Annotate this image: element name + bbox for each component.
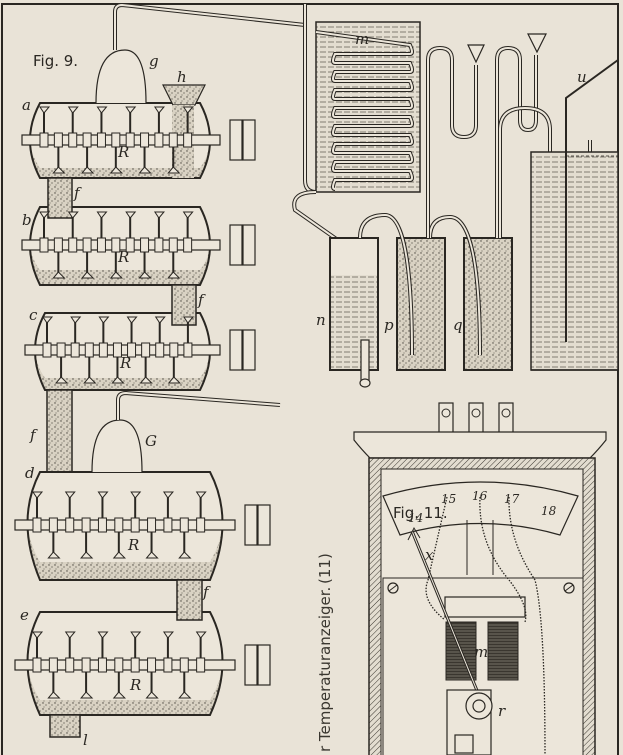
shaft <box>24 344 221 356</box>
label-G: G <box>145 432 157 450</box>
scale-tick-label: 18 <box>541 504 557 518</box>
shaft <box>14 519 236 531</box>
label-a: a <box>22 96 31 114</box>
label-R5: R <box>129 676 141 694</box>
shaft <box>21 239 221 251</box>
shafts <box>14 106 271 699</box>
terminal <box>498 402 514 434</box>
gasometer-tank <box>530 151 619 371</box>
label-r: r <box>498 702 506 720</box>
caption-text: r Temperaturanzeiger. <box>316 587 334 752</box>
label-R4: R <box>127 536 139 554</box>
scale-tick-label: 15 <box>441 492 456 506</box>
label-c: c <box>29 306 38 324</box>
label-p: p <box>384 316 394 334</box>
label-q: q <box>453 316 463 334</box>
fig9-apparatus <box>14 2 306 738</box>
label-g: g <box>149 52 159 70</box>
label-R1: R <box>117 143 129 161</box>
label-R2: R <box>117 248 129 266</box>
terminal <box>468 402 484 434</box>
label-m-magnet: m <box>474 643 488 661</box>
label-e: e <box>20 606 29 624</box>
shaft <box>21 134 221 146</box>
vessel-b <box>29 177 211 286</box>
label-n: n <box>316 311 326 329</box>
caption-ref: (11) <box>316 553 334 584</box>
shaft <box>14 659 236 671</box>
bottle-q <box>463 237 513 371</box>
fig10-apparatus <box>292 4 619 388</box>
scale-ticks: 14 15 16 17 18 <box>408 489 557 525</box>
label-h: h <box>177 68 187 86</box>
pulley <box>229 224 243 266</box>
scale-tick-label: 17 <box>504 492 520 506</box>
label-f3: f <box>29 426 38 444</box>
label-l: l <box>83 731 88 749</box>
scale-tick-label: 16 <box>472 489 488 503</box>
label-b: b <box>22 211 32 229</box>
label-R3: R <box>119 354 131 372</box>
label-u: u <box>577 68 587 86</box>
label-d: d <box>25 464 35 482</box>
gasometer-bell-u <box>565 59 619 342</box>
terminal <box>438 402 454 434</box>
label-f1: f <box>73 184 82 202</box>
label-x: x <box>425 546 434 564</box>
caption: r Temperaturanzeiger. (11) <box>316 553 334 752</box>
label-m-condenser: m <box>355 30 369 48</box>
fig11-instrument <box>353 402 607 755</box>
fig11-title: Fig. 11. <box>393 504 448 522</box>
pulley <box>244 644 258 686</box>
pulley <box>244 504 258 546</box>
plate-border <box>1 3 619 755</box>
pulley <box>229 329 243 371</box>
scale-tick-label: 14 <box>408 511 423 525</box>
pulley <box>229 119 243 161</box>
label-f4: f <box>202 583 211 601</box>
temperature-scale <box>382 481 579 536</box>
label-f2: f <box>197 291 206 309</box>
bottle-p <box>396 237 446 371</box>
fig9-title: Fig. 9. <box>33 52 78 70</box>
